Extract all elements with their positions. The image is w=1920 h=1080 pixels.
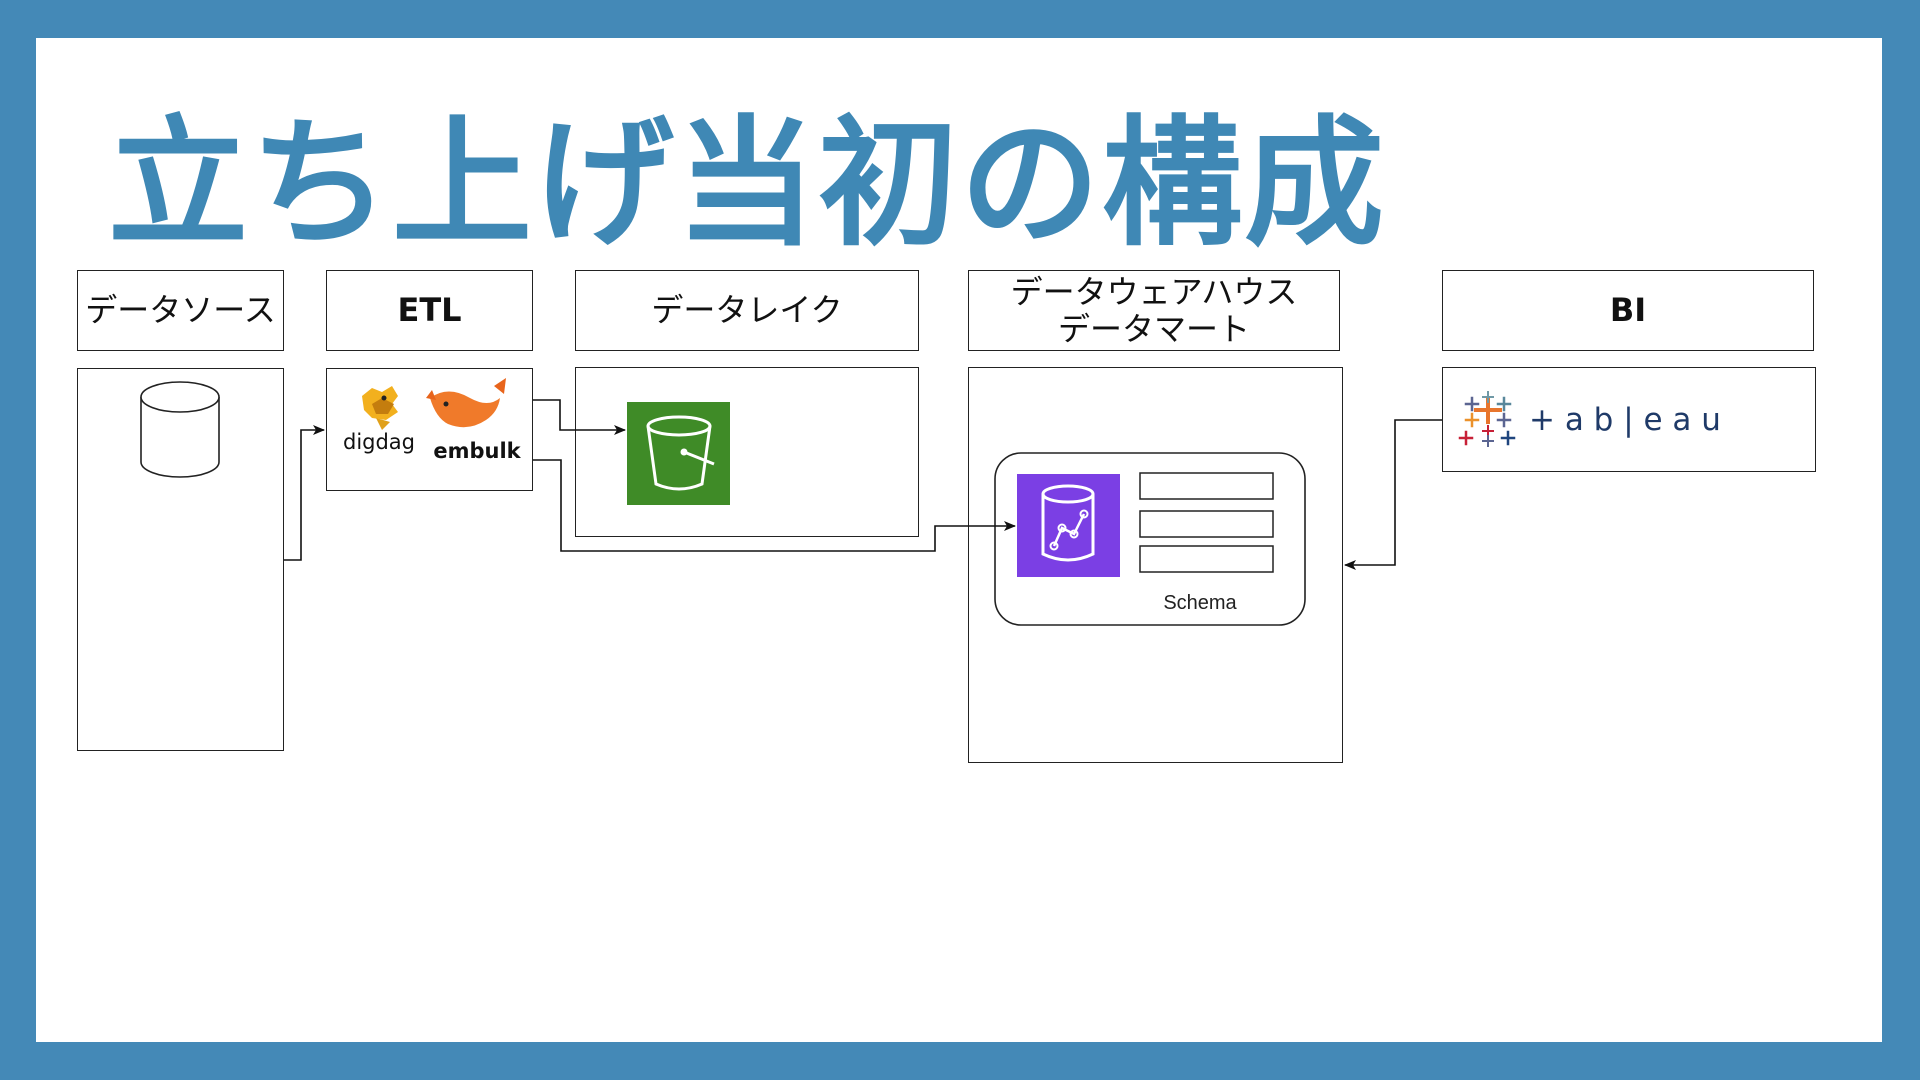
header-dwh-label-line2: データマート — [1057, 309, 1250, 348]
redshift-icon — [1017, 474, 1120, 577]
header-etl-label: ETL — [397, 291, 462, 329]
header-bi: BI — [1442, 270, 1814, 351]
schema-table-row — [1139, 510, 1274, 538]
header-etl: ETL — [326, 270, 533, 351]
header-datasource-label: データソース — [85, 291, 276, 329]
s3-bucket-icon — [627, 402, 730, 505]
connector-datasource-to-etl — [284, 425, 325, 561]
slide-title: 立ち上げ当初の構成 — [108, 103, 1387, 266]
tableau-logo-icon — [1458, 391, 1516, 447]
header-dwh: データウェアハウス データマート — [968, 270, 1340, 351]
header-datalake-label: データレイク — [651, 291, 843, 329]
schema-table-row — [1139, 472, 1274, 500]
connector-etl-to-dwh — [533, 459, 1016, 552]
embulk-logo-icon: embulk — [426, 378, 522, 463]
digdag-logo-icon: digdag — [343, 386, 415, 454]
database-cylinder-icon — [140, 381, 220, 478]
connector-bi-to-dwh — [1344, 419, 1442, 570]
schema-label: Schema — [1163, 592, 1237, 614]
digdag-logo-text: digdag — [343, 430, 415, 454]
header-dwh-label-line1: データウェアハウス — [1010, 272, 1298, 311]
connector-etl-to-datalake — [533, 399, 626, 435]
schema-table-row — [1139, 545, 1274, 573]
tableau-logo-text: + a b | e a u — [1529, 402, 1721, 438]
header-datalake: データレイク — [575, 270, 919, 351]
header-datasource: データソース — [77, 270, 284, 351]
embulk-logo-text: embulk — [433, 439, 521, 463]
header-bi-label: BI — [1609, 291, 1647, 329]
